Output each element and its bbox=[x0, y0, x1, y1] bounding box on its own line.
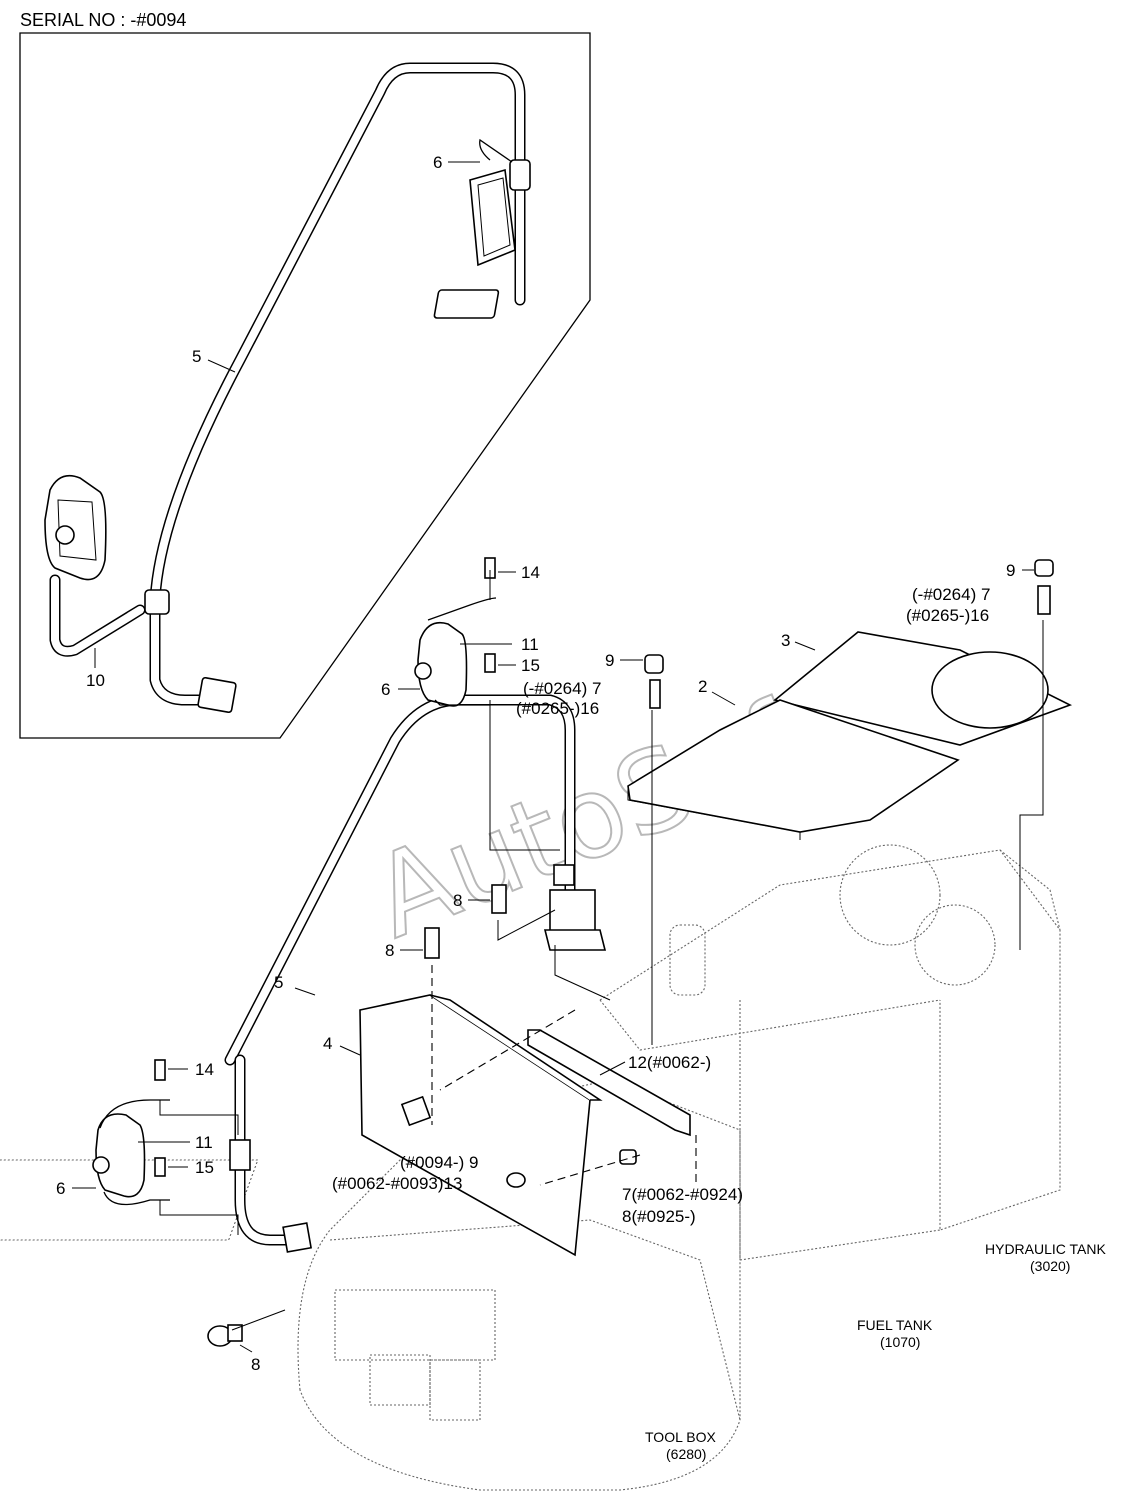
fasteners bbox=[154, 557, 1054, 1347]
tool-box-code: (6280) bbox=[666, 1446, 706, 1462]
hydraulic-tank-code: (3020) bbox=[1030, 1258, 1070, 1274]
callout-6-center: 6 bbox=[381, 680, 390, 699]
callout-7-center: (-#0264) 7 bbox=[523, 679, 601, 698]
callout-5: 5 bbox=[274, 973, 283, 992]
callout-8-lower-a: 8(#0925-) bbox=[622, 1207, 696, 1226]
callout-6-left: 6 bbox=[56, 1179, 65, 1198]
inset-callout-5: 5 bbox=[192, 347, 201, 366]
callout-15-left: 15 bbox=[195, 1158, 214, 1177]
mirror-center bbox=[414, 597, 497, 707]
fuel-tank-code: (1070) bbox=[880, 1334, 920, 1350]
callout-9-right: 9 bbox=[1006, 561, 1015, 580]
callout-13: (#0062-#0093)13 bbox=[332, 1174, 462, 1193]
callout-16-center: (#0265-)16 bbox=[516, 699, 599, 718]
inset-pipe-assembly bbox=[144, 62, 531, 714]
plate-3 bbox=[773, 631, 1073, 746]
callout-14-left: 14 bbox=[195, 1060, 214, 1079]
callout-8-upper: 8 bbox=[453, 891, 462, 910]
callout-12: 12(#0062-) bbox=[628, 1053, 711, 1072]
inset-mirror-left bbox=[44, 474, 146, 657]
callout-11-left: 11 bbox=[195, 1133, 213, 1152]
callout-15-center: 15 bbox=[521, 656, 540, 675]
tool-box-label: TOOL BOX bbox=[645, 1429, 716, 1445]
box-4 bbox=[359, 994, 603, 1257]
plate-2 bbox=[627, 699, 960, 840]
callout-9-lower: (#0094-) 9 bbox=[400, 1153, 478, 1172]
callout-4: 4 bbox=[323, 1034, 332, 1053]
callout-16-right: (#0265-)16 bbox=[906, 606, 989, 625]
bracket-12 bbox=[527, 1029, 691, 1137]
serial-number-label: SERIAL NO : -#0094 bbox=[20, 10, 186, 30]
mirror-lower-left bbox=[92, 1099, 170, 1206]
inset-callout-10: 10 bbox=[86, 671, 105, 690]
leader-lines bbox=[159, 570, 1044, 1331]
main-pipe-lower bbox=[229, 1054, 313, 1253]
callout-7-right: (-#0264) 7 bbox=[912, 585, 990, 604]
callout-11-center: 11 bbox=[521, 635, 539, 654]
callout-8-bottom: 8 bbox=[251, 1355, 260, 1374]
fuel-tank-label: FUEL TANK bbox=[857, 1317, 933, 1333]
callout-8-mid: 8 bbox=[385, 941, 394, 960]
inset-callout-6: 6 bbox=[433, 153, 442, 172]
callout-14-center: 14 bbox=[521, 563, 540, 582]
inset-frame bbox=[19, 32, 591, 739]
callout-2: 2 bbox=[698, 677, 707, 696]
callout-3: 3 bbox=[781, 631, 790, 650]
hydraulic-tank-label: HYDRAULIC TANK bbox=[985, 1241, 1107, 1257]
callout-9-center: 9 bbox=[605, 651, 614, 670]
inset-mirror-top bbox=[469, 138, 516, 267]
callout-7-lower: 7(#0062-#0924) bbox=[622, 1185, 743, 1204]
